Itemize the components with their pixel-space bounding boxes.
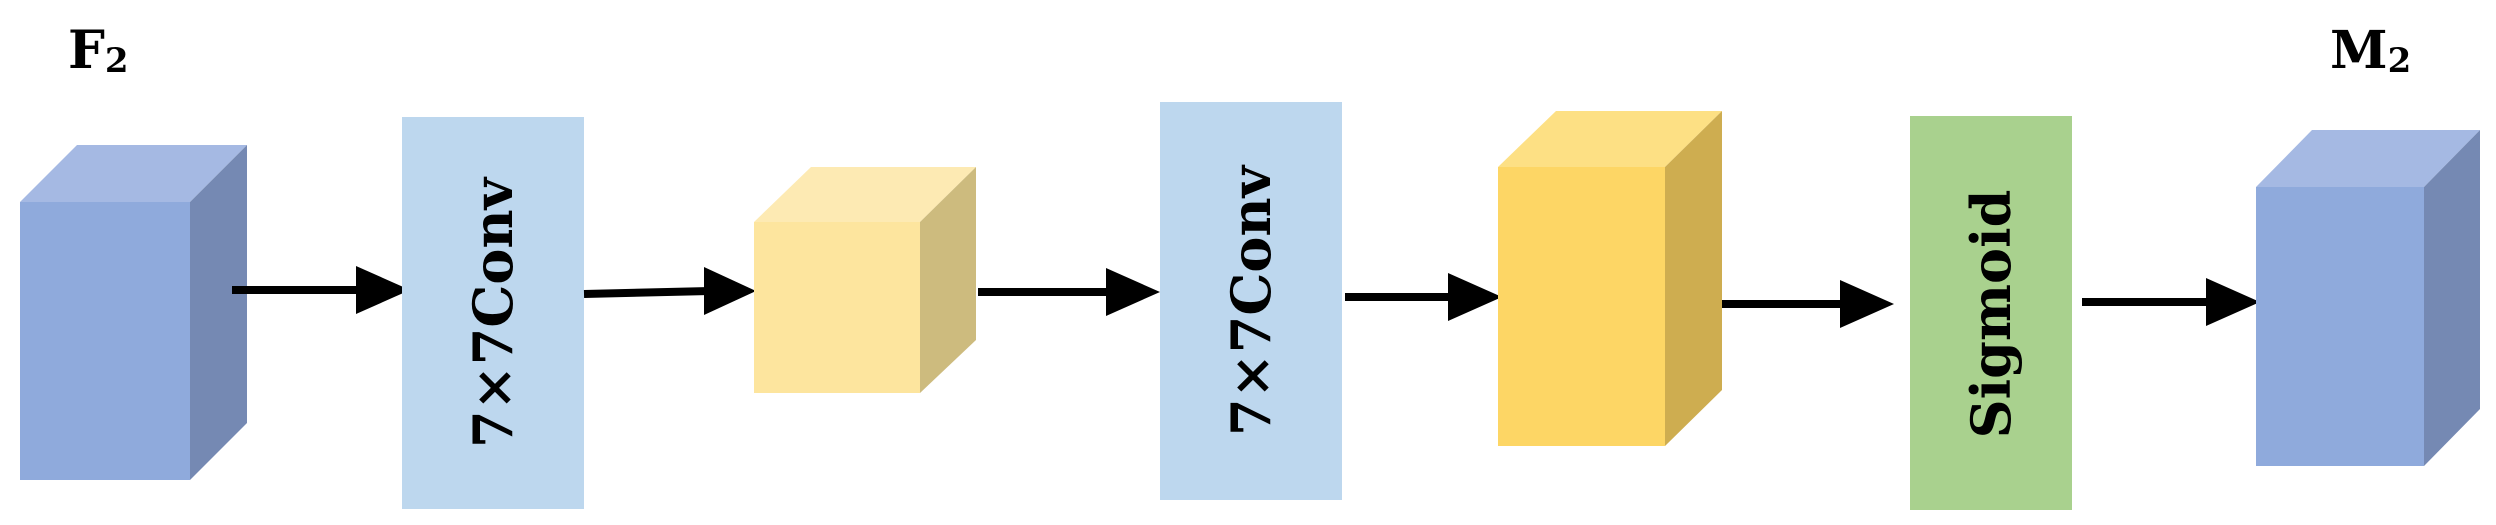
feature-cube-1-side [920, 167, 976, 393]
feature-cube-2-side [1665, 111, 1722, 446]
conv-block-2: 7×7Conv [1160, 102, 1342, 500]
arrow-2 [583, 267, 756, 315]
conv-block-1-rect [402, 117, 584, 509]
feature-cube-2-front [1498, 167, 1665, 446]
sigmoid-block: Sigmoid [1910, 116, 2072, 510]
output-label: M2 [2330, 20, 2411, 81]
conv-block-1: 7×7Conv [402, 117, 584, 509]
output-feature-cube [2256, 130, 2480, 466]
feature-cube-1-front [754, 222, 920, 393]
input-cube-front [20, 202, 190, 480]
conv-block-1-label: 7×7Conv [461, 176, 525, 448]
feature-cube-2 [1498, 111, 1722, 446]
arrow-4 [1345, 273, 1502, 321]
arrow-5 [1722, 280, 1894, 328]
feature-cube-1-top [754, 167, 976, 222]
conv-block-2-label: 7×7Conv [1219, 164, 1283, 436]
feature-cube-2-top [1498, 111, 1722, 167]
output-cube-side [2424, 130, 2480, 466]
output-cube-front [2256, 187, 2424, 466]
arrow-6 [2082, 278, 2260, 326]
conv-block-2-rect [1160, 102, 1342, 500]
sigmoid-block-rect [1910, 116, 2072, 510]
output-cube-top [2256, 130, 2480, 187]
input-label: F2 [68, 20, 129, 81]
input-feature-cube [20, 145, 247, 480]
arrow-3 [978, 268, 1160, 316]
arrow-1 [232, 266, 410, 314]
input-cube-top [20, 145, 247, 202]
sigmoid-block-label: Sigmoid [1959, 190, 2023, 439]
feature-cube-1 [754, 167, 976, 393]
input-cube-side [190, 145, 247, 480]
